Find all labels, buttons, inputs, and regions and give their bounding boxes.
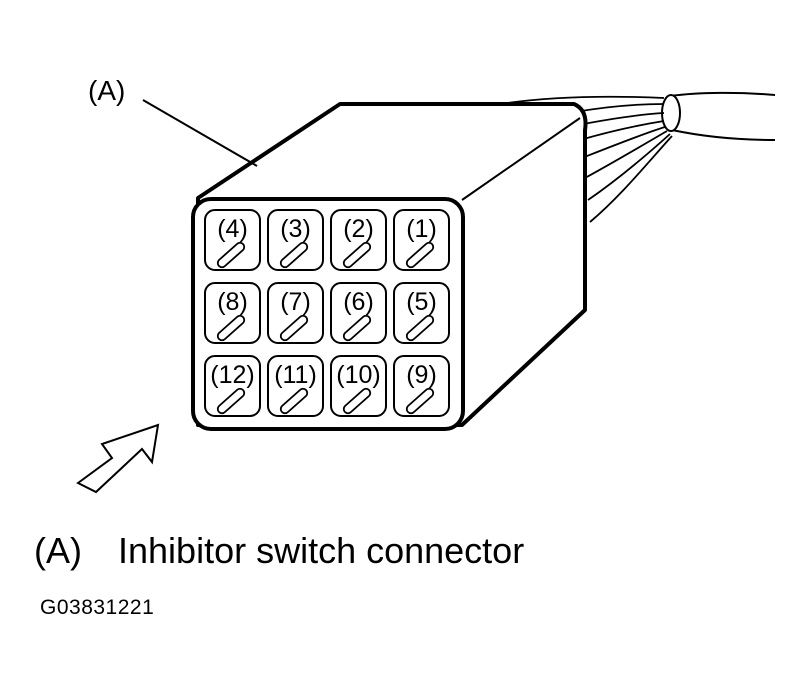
pin-terminal-slot [342,314,372,342]
wire-harness-icon [499,91,776,223]
pin-number: (8) [217,288,248,316]
pin-cavity [330,355,387,417]
pin-cell: (3) [267,209,324,271]
pin-cavity [267,282,324,344]
pin-terminal-slot [405,241,435,269]
pin-cell: (5) [393,282,450,344]
callout-label: (A) [88,75,125,106]
legend-key: (A) [34,530,82,571]
pin-terminal-slot [405,314,435,342]
pin-terminal-slot [216,387,246,415]
pin-cell: (2) [330,209,387,271]
pin-terminal-slot [405,387,435,415]
pin-number: (1) [406,215,437,243]
pin-grid: (4) (3) (2) (1) (8) (7) (6) (5) (12) (11) (10) (9) [204,209,450,417]
pin-number: (4) [217,215,248,243]
pin-cell: (6) [330,282,387,344]
pin-cavity [204,209,261,271]
legend-text: Inhibitor switch connector [118,530,525,571]
pin-terminal-slot [342,241,372,269]
pin-cavity [204,355,261,417]
pin-cell: (4) [204,209,261,271]
pin-cell: (10) [330,355,387,417]
pin-number: (6) [343,288,374,316]
pin-terminal-slot [279,387,309,415]
pin-cavity [330,209,387,271]
pin-cavity [393,355,450,417]
pin-number: (9) [406,361,437,389]
legend: (A) Inhibitor switch connector [34,530,524,572]
view-direction-arrow-icon [76,423,160,494]
pin-number: (7) [280,288,311,316]
pin-number: (3) [280,215,311,243]
pin-number: (11) [274,361,317,389]
pin-cell: (8) [204,282,261,344]
figure-id: G03831221 [40,596,155,619]
pin-terminal-slot [279,241,309,269]
pin-cell: (1) [393,209,450,271]
pin-cavity [330,282,387,344]
pin-terminal-slot [216,241,246,269]
pin-cell: (12) [204,355,261,417]
pin-cell: (7) [267,282,324,344]
pin-cell: (11) [267,355,324,417]
pin-number: (10) [336,361,380,389]
callout-a: (A) [88,75,258,167]
pin-cavity [204,282,261,344]
pin-terminal-slot [342,387,372,415]
pin-cavity [267,355,324,417]
pin-number: (12) [210,361,254,389]
pin-number: (2) [343,215,374,243]
pin-cell: (9) [393,355,450,417]
pin-cavity [393,209,450,271]
pin-terminal-slot [279,314,309,342]
pin-number: (5) [406,288,437,316]
pin-cavity [267,209,324,271]
pin-cavity [393,282,450,344]
pin-terminal-slot [216,314,246,342]
